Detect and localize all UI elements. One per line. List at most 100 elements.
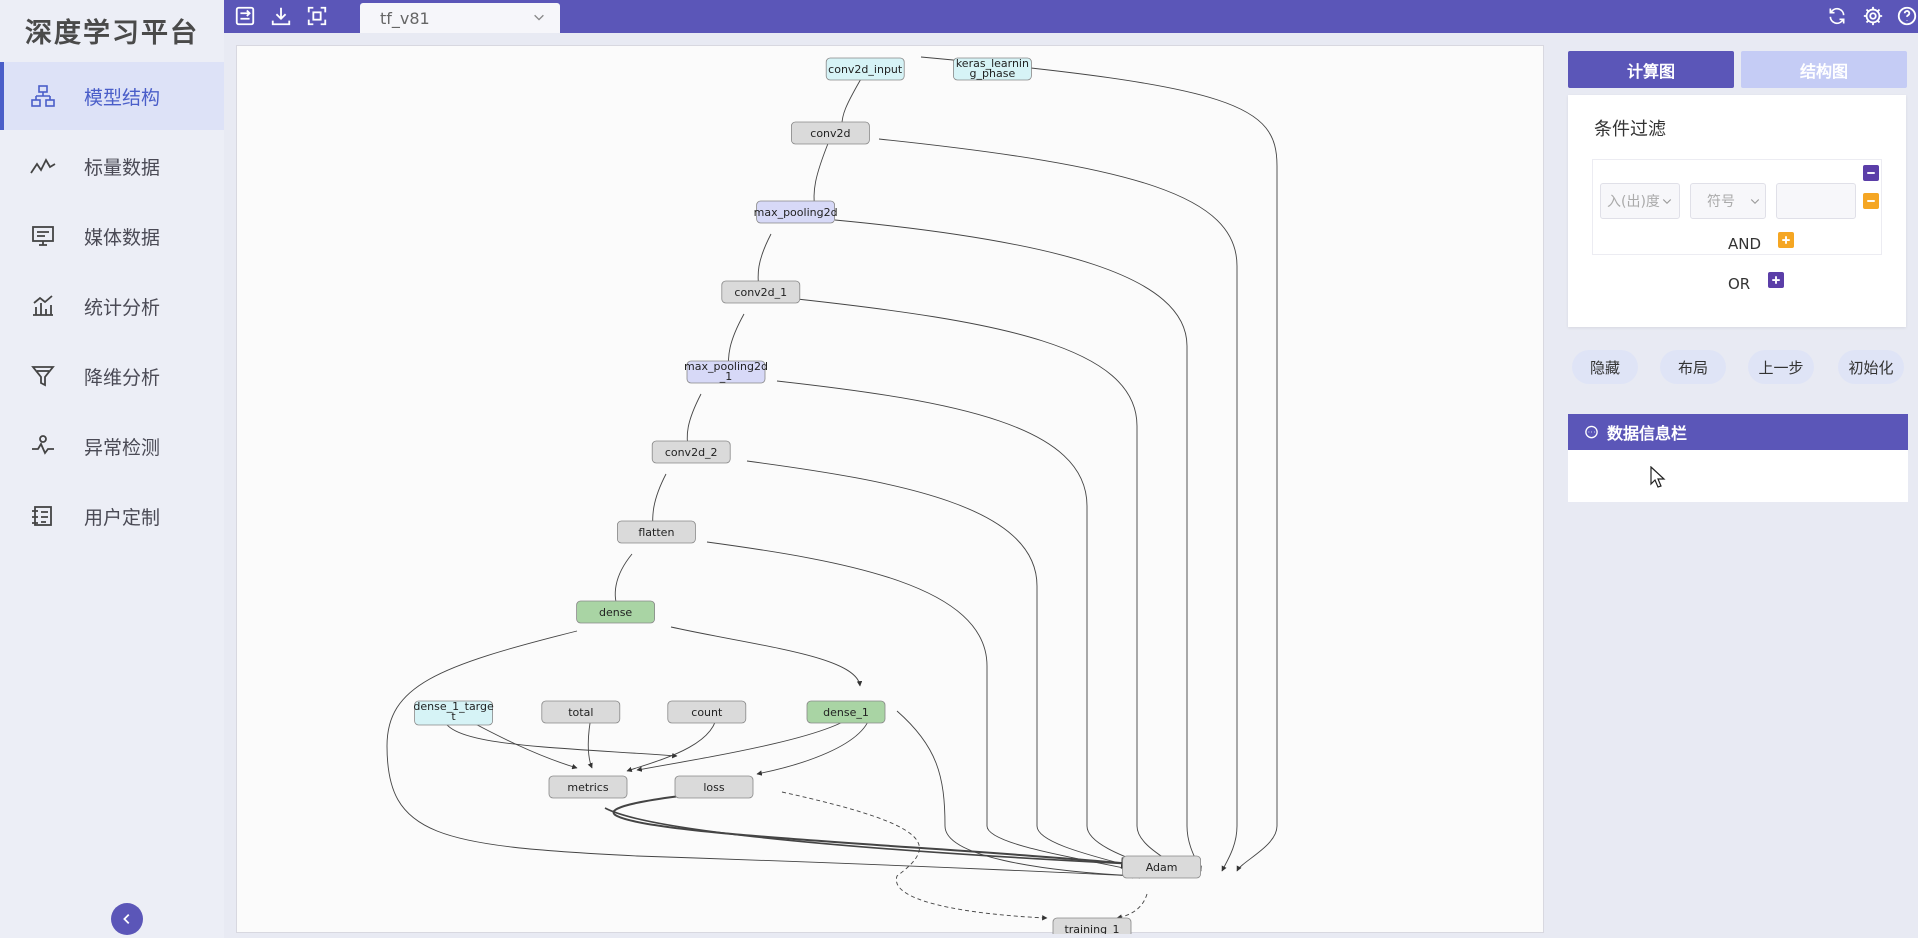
graph-node-dense[interactable]: dense bbox=[576, 600, 656, 624]
bar-stats-icon bbox=[28, 291, 58, 321]
collapse-sidebar-button[interactable] bbox=[111, 903, 143, 935]
reset-button[interactable]: 初始化 bbox=[1838, 350, 1904, 384]
remove-group-button[interactable] bbox=[1863, 165, 1879, 181]
graph-node-max-pooling2d-1[interactable]: max_pooling2d_1 bbox=[684, 360, 768, 384]
sidebar-item-label: 用户定制 bbox=[84, 506, 161, 529]
minus-icon bbox=[1867, 200, 1875, 202]
sidebar-item-statistics[interactable]: 统计分析 bbox=[0, 272, 224, 340]
graph-node-conv2d-input[interactable]: conv2d_input bbox=[825, 57, 905, 81]
value-input[interactable] bbox=[1776, 183, 1856, 219]
sidebar-item-media-data[interactable]: 媒体数据 bbox=[0, 202, 224, 270]
graph-node-label: t bbox=[451, 710, 456, 723]
graph-node-conv2d-1[interactable]: conv2d_1 bbox=[721, 280, 801, 304]
chevron-left-icon bbox=[123, 914, 130, 924]
graph-node-Adam[interactable]: Adam bbox=[1122, 855, 1201, 879]
hide-button[interactable]: 隐藏 bbox=[1572, 350, 1638, 384]
app-title: 深度学习平台 bbox=[25, 17, 199, 49]
graph-node-label: max_pooling2d bbox=[684, 360, 768, 373]
sidebar-item-label: 媒体数据 bbox=[84, 226, 161, 249]
graph-node-max-pooling2d[interactable]: max_pooling2d bbox=[754, 200, 838, 224]
add-and-condition-button[interactable] bbox=[1778, 232, 1794, 248]
download-icon[interactable] bbox=[268, 3, 294, 29]
graph-node-label: _1 bbox=[719, 370, 733, 383]
chat-icon bbox=[1585, 425, 1598, 438]
tab-tf-v81[interactable]: tf_v81 bbox=[360, 3, 560, 33]
filter-card: 条件过滤 入(出)度 符号 AND OR bbox=[1568, 95, 1906, 327]
graph-node-total[interactable]: total bbox=[541, 700, 621, 724]
graph-node-flatten[interactable]: flatten bbox=[616, 520, 696, 544]
degree-placeholder: 入(出)度 bbox=[1607, 194, 1660, 210]
layout-button[interactable]: 布局 bbox=[1660, 350, 1726, 384]
help-icon[interactable] bbox=[1896, 3, 1918, 29]
graph-node-loss[interactable]: loss bbox=[674, 775, 754, 799]
data-info-header: 数据信息栏 bbox=[1568, 414, 1908, 450]
funnel-icon bbox=[28, 361, 58, 391]
sidebar: 深度学习平台 模型结构 标量数据 媒体数据 统计分析 降维分析 异常检测 bbox=[0, 0, 224, 938]
anomaly-icon bbox=[28, 431, 58, 461]
sidebar-item-dim-reduction[interactable]: 降维分析 bbox=[0, 342, 224, 410]
data-info-title: 数据信息栏 bbox=[1607, 424, 1688, 443]
sidebar-item-user-custom[interactable]: 用户定制 bbox=[0, 482, 224, 550]
sidebar-item-model-structure[interactable]: 模型结构 bbox=[0, 62, 224, 130]
graph-node-label: loss bbox=[703, 781, 725, 794]
filter-title: 条件过滤 bbox=[1594, 119, 1666, 140]
symbol-placeholder: 符号 bbox=[1707, 194, 1735, 210]
graph-node-metrics[interactable]: metrics bbox=[548, 775, 628, 799]
graph-node-label: conv2d_1 bbox=[734, 286, 787, 299]
plus-icon bbox=[1772, 276, 1780, 284]
graph-node-label: training_1 bbox=[1064, 923, 1119, 934]
settings-icon[interactable] bbox=[1860, 3, 1886, 29]
graph-node-label: dense_1 bbox=[823, 706, 869, 719]
graph-node-label: Adam bbox=[1146, 861, 1178, 874]
plus-icon bbox=[1782, 236, 1790, 244]
sidebar-item-label: 模型结构 bbox=[84, 86, 161, 109]
degree-select[interactable]: 入(出)度 bbox=[1600, 183, 1680, 219]
refresh-icon[interactable] bbox=[1824, 3, 1850, 29]
or-label: OR bbox=[1728, 275, 1751, 293]
monitor-icon bbox=[28, 221, 58, 251]
sidebar-item-label: 统计分析 bbox=[84, 296, 161, 319]
undo-button[interactable]: 上一步 bbox=[1748, 350, 1814, 384]
chevron-down-icon bbox=[534, 14, 544, 21]
graph-edges bbox=[386, 56, 1278, 921]
filter-condition-group bbox=[1592, 159, 1882, 255]
graph-node-label: dense bbox=[599, 606, 632, 619]
sidebar-item-anomaly-detection[interactable]: 异常检测 bbox=[0, 412, 224, 480]
data-info-body bbox=[1568, 450, 1908, 502]
graph-node-conv2d[interactable]: conv2d bbox=[791, 121, 870, 145]
graph-node-dense-1[interactable]: dense_1 bbox=[806, 700, 886, 724]
tab-structure-graph[interactable]: 结构图 bbox=[1741, 51, 1907, 88]
graph-node-label: flatten bbox=[638, 526, 674, 539]
custom-icon bbox=[28, 501, 58, 531]
symbol-select[interactable]: 符号 bbox=[1690, 183, 1766, 219]
graph-node-label: conv2d_input bbox=[828, 63, 903, 76]
tab-label: tf_v81 bbox=[380, 8, 430, 28]
graph-node-label: max_pooling2d bbox=[754, 206, 838, 219]
graph-node-count[interactable]: count bbox=[667, 700, 747, 724]
line-chart-icon bbox=[28, 151, 58, 181]
graph-node-label: dense_1_targe bbox=[413, 700, 494, 713]
graph-node-label: conv2d bbox=[810, 127, 850, 140]
tab-computation-graph[interactable]: 计算图 bbox=[1568, 51, 1734, 88]
graph-node-label: metrics bbox=[567, 781, 608, 794]
graph-node-conv2d-2[interactable]: conv2d_2 bbox=[651, 440, 731, 464]
and-label: AND bbox=[1728, 235, 1762, 253]
sidebar-item-label: 异常检测 bbox=[84, 436, 161, 459]
sidebar-item-scalar-data[interactable]: 标量数据 bbox=[0, 132, 224, 200]
sidebar-item-label: 标量数据 bbox=[84, 156, 161, 179]
add-or-condition-button[interactable] bbox=[1768, 272, 1784, 288]
chevron-down-icon bbox=[1662, 199, 1672, 205]
fit-screen-icon[interactable] bbox=[304, 3, 330, 29]
remove-condition-button[interactable] bbox=[1863, 193, 1879, 209]
graph-node-training-1[interactable]: training_1 bbox=[1052, 917, 1132, 934]
import-icon[interactable] bbox=[232, 3, 258, 29]
minus-icon bbox=[1867, 172, 1875, 174]
graph-node-label: keras_learnin bbox=[956, 57, 1029, 70]
sidebar-item-label: 降维分析 bbox=[84, 366, 161, 389]
hierarchy-icon bbox=[28, 81, 58, 111]
